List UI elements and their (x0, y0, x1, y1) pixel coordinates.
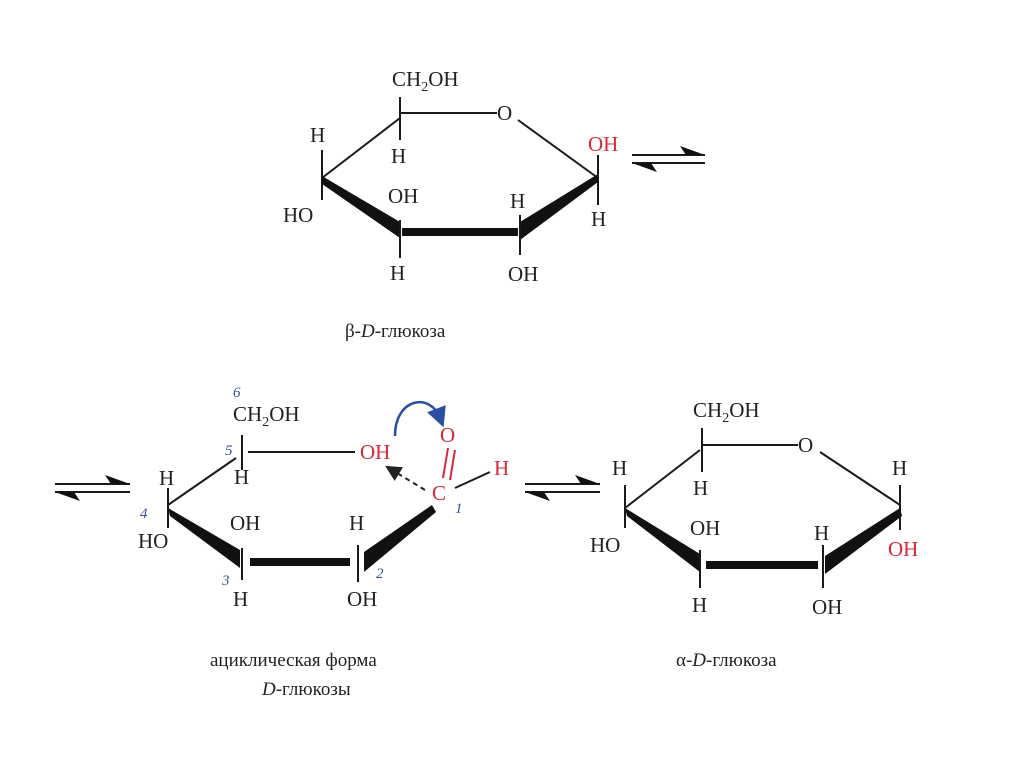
dashed-attack-arrow-icon (385, 465, 426, 491)
oh-label: OH (508, 262, 538, 286)
oh-label: OH (347, 587, 377, 611)
acyclic-caption-line1: ациклическая форма (210, 650, 377, 671)
beta-caption: β-D-глюкоза (345, 321, 446, 342)
acyclic-d-glucose-structure: 6 CH2OH 5 H OH O C H 1 H 2 OH OH 3 H H 4… (138, 385, 509, 700)
carbon-number-1: 1 (455, 501, 463, 517)
h-label: H (692, 593, 707, 617)
oh-label: OH (388, 184, 418, 208)
h-label: H (159, 466, 174, 490)
oh-label: OH (690, 516, 720, 540)
ring-oxygen-label: O (497, 101, 512, 125)
carbon-number-2: 2 (376, 566, 384, 582)
h-label: H (591, 207, 606, 231)
h-label: H (391, 144, 406, 168)
h-label: H (349, 511, 364, 535)
oh-label: OH (812, 595, 842, 619)
ho-label: HO (590, 533, 620, 557)
ch2oh-label: CH2OH (233, 402, 300, 430)
h-label: H (310, 123, 325, 147)
h-label: H (892, 456, 907, 480)
carbon-number-3: 3 (221, 573, 230, 589)
h-label: H (612, 456, 627, 480)
anomeric-oh-label: OH (588, 132, 618, 156)
aldehyde-h-label: H (494, 456, 509, 480)
h-label: H (390, 261, 405, 285)
carbon-number-4: 4 (140, 506, 148, 522)
h-label: H (510, 189, 525, 213)
acyclic-caption-line2: D-глюкозы (261, 679, 351, 700)
h-label: H (814, 521, 829, 545)
carbon-number-6: 6 (233, 385, 241, 401)
alpha-d-glucose-structure: CH2OH H O H OH H OH OH H H HO α-D-глюкоз… (590, 398, 918, 671)
carbonyl-carbon-label: C (432, 481, 446, 505)
ring-oxygen-label: O (798, 433, 813, 457)
ho-label: HO (138, 529, 168, 553)
ch2oh-label: CH2OH (392, 67, 459, 95)
hydroxyl-oh-label: OH (360, 440, 390, 464)
carbonyl-oxygen-label: O (440, 423, 455, 447)
h-label: H (233, 587, 248, 611)
ho-label: HO (283, 203, 313, 227)
equilibrium-arrow-icon (55, 475, 130, 501)
beta-d-glucose-structure: CH2OH H O OH H H OH OH H H HO β-D-глюкоз… (283, 67, 618, 342)
curved-electron-arrow-icon (393, 401, 446, 437)
h-label: H (693, 476, 708, 500)
h-label: H (234, 465, 249, 489)
ch2oh-label: CH2OH (693, 398, 760, 426)
oh-label: OH (230, 511, 260, 535)
alpha-caption: α-D-глюкоза (676, 650, 777, 671)
equilibrium-arrow-icon (525, 475, 600, 501)
equilibrium-arrow-icon (632, 146, 705, 172)
anomeric-oh-label: OH (888, 537, 918, 561)
carbon-number-5: 5 (225, 443, 233, 459)
